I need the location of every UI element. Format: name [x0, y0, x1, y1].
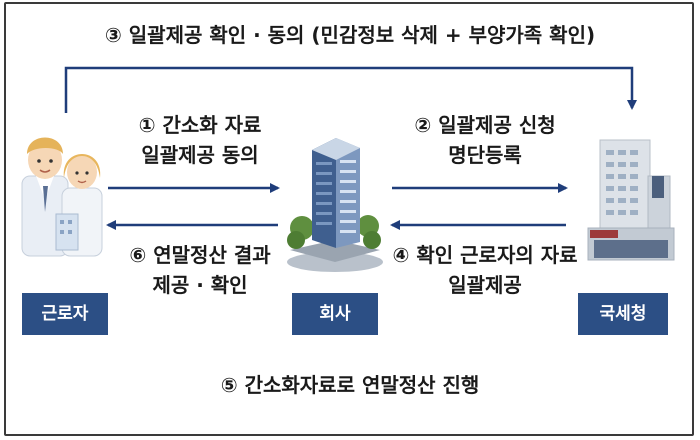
office-building-icon: [287, 138, 383, 272]
step6-line1: ⑥ 연말정산 결과: [129, 243, 271, 267]
arrow-step3: [64, 66, 637, 113]
step5-label: ⑤ 간소화자료로 연말정산 진행: [220, 373, 480, 397]
step4-label: ④ 확인 근로자의 자료 일괄제공: [370, 240, 600, 300]
worker-label-box: 근로자: [22, 293, 108, 335]
step2-line1: ② 일괄제공 신청: [414, 113, 556, 137]
step1-line2: 일괄제공 동의: [141, 143, 259, 167]
people-icon: [21, 137, 103, 257]
step4-line2: 일괄제공: [448, 273, 522, 297]
step6-line2: 제공 · 확인: [152, 273, 248, 297]
step2-line2: 명단등록: [448, 143, 522, 167]
step2-label: ② 일괄제공 신청 명단등록: [385, 110, 585, 170]
diagram-frame: [4, 2, 694, 436]
government-building-icon: [587, 139, 675, 261]
step4-line1: ④ 확인 근로자의 자료: [392, 243, 578, 267]
step1-label: ① 간소화 자료 일괄제공 동의: [100, 110, 300, 170]
company-label-box: 회사: [292, 293, 378, 335]
step3-label: ③ 일괄제공 확인 · 동의 (민감정보 삭제 + 부양가족 확인): [104, 23, 596, 47]
step6-label: ⑥ 연말정산 결과 제공 · 확인: [100, 240, 300, 300]
step1-line1: ① 간소화 자료: [138, 113, 262, 137]
nts-label-box: 국세청: [578, 293, 668, 335]
